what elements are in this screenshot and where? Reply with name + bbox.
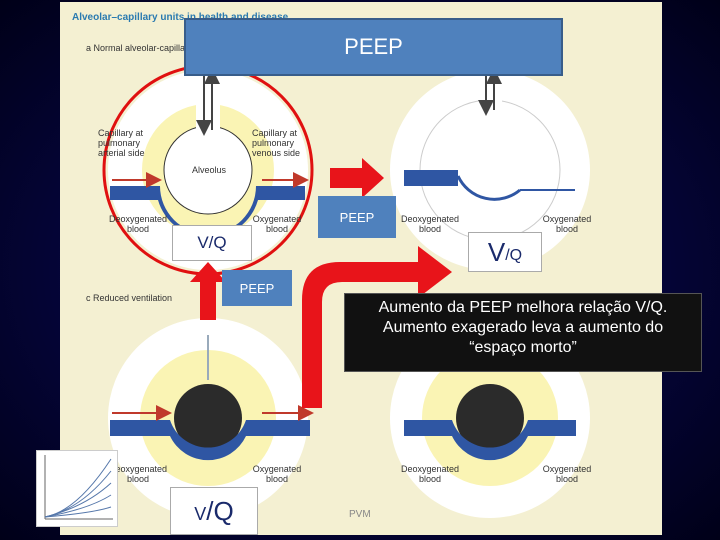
vq-bottom-left: V/Q: [170, 487, 258, 535]
peep-box-left: PEEP: [222, 270, 292, 306]
thumbnail-graph: [36, 450, 118, 527]
vq-top-right-q: /Q: [505, 247, 523, 264]
label-deoxygenated-1: Deoxygenated blood: [108, 214, 168, 234]
label-capillary-venous: Capillary at pulmonary venous side: [252, 128, 301, 158]
label-deoxygenated-4: Deoxygenated blood: [400, 464, 460, 484]
label-deoxygenated-2: Deoxygenated blood: [400, 214, 460, 234]
peep-box-middle: PEEP: [318, 196, 396, 238]
figure-title: Alveolar–capillary units in health and d…: [72, 12, 289, 23]
label-capillary-arterial: Capillary at pulmonary arterial side: [98, 128, 145, 158]
alveolar-unit-overdistended: [390, 62, 590, 270]
label-alveolus: Alveolus: [191, 165, 227, 175]
alveolar-unit-reduced-ventilation-left: [108, 318, 314, 518]
label-deoxygenated-3: Deoxygenated blood: [108, 464, 168, 484]
peep-banner: PEEP: [184, 18, 563, 76]
thumbnail-graph-lines: [44, 455, 113, 520]
right-arrow-icon: [330, 158, 384, 198]
vq-top-left: V/Q: [172, 225, 252, 261]
label-oxygenated-2: Oxygenated blood: [542, 214, 592, 234]
panel-c-caption: c Reduced ventilation: [86, 293, 173, 303]
footer-initials: PVM: [349, 509, 371, 520]
panel-a-caption: a Normal alveolar-capillary: [86, 43, 193, 53]
vq-bottom-left-q: /Q: [206, 495, 234, 526]
vq-top-right-v: V: [487, 236, 506, 267]
up-arrow-icon: [190, 262, 226, 320]
vq-top-right: V/Q: [468, 232, 542, 272]
callout-line-2: Aumento exagerado leva a aumento do: [382, 319, 664, 336]
callout-text: Aumento da PEEP melhora relação V/Q. Aum…: [344, 293, 702, 372]
label-oxygenated-1: Oxygenated blood: [252, 214, 302, 234]
vq-bottom-left-v: V: [194, 503, 207, 524]
label-oxygenated-4: Oxygenated blood: [542, 464, 592, 484]
bent-arrow-icon: [302, 246, 452, 408]
label-oxygenated-3: Oxygenated blood: [252, 464, 302, 484]
callout-line-1: Aumento da PEEP melhora relação V/Q.: [378, 299, 668, 316]
callout-line-3: “espaço morto”: [469, 339, 577, 356]
